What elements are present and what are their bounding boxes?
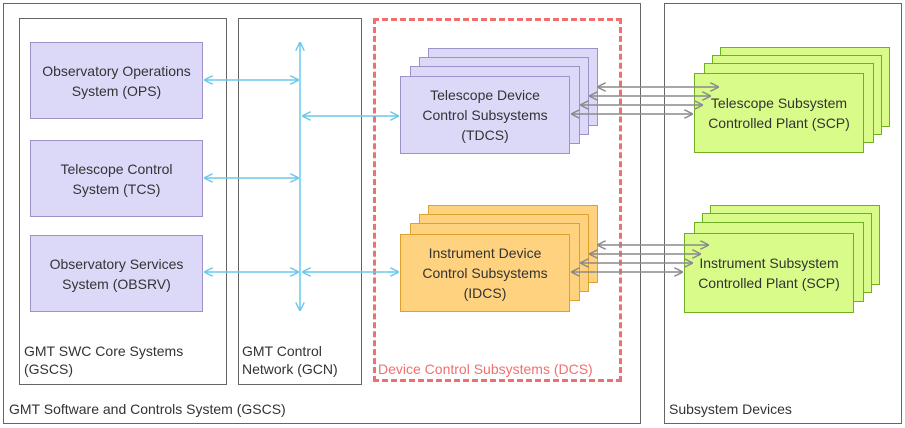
gscs-frame	[3, 3, 641, 424]
idcs-box: Instrument Device Control Subsystems (ID…	[400, 234, 570, 312]
core-systems-label: GMT SWC Core Systems (GSCS)	[24, 342, 183, 378]
dcs-frame	[373, 18, 622, 382]
obsrv-box: Observatory Services System (OBSRV)	[30, 235, 203, 312]
gscs-label: GMT Software and Controls System (GSCS)	[9, 401, 286, 417]
core-systems-frame	[19, 18, 227, 385]
core-systems-label-line1: GMT SWC Core Systems	[24, 343, 184, 359]
tcs-line2: System (TCS)	[72, 180, 161, 197]
tdcs-line2: Control Subsystems	[422, 107, 548, 123]
ops-line2: System (OPS)	[71, 82, 162, 99]
iscp-line2: Controlled Plant (SCP)	[698, 275, 840, 291]
obsrv-line1: Observatory Services	[49, 255, 184, 272]
tscp-line2: Controlled Plant (SCP)	[708, 115, 850, 131]
ops-line1: Observatory Operations	[42, 62, 191, 79]
tcs-line1: Telescope Control	[60, 160, 173, 177]
tscp-line1: Telescope Subsystem	[710, 95, 848, 111]
ops-box: Observatory Operations System (OPS)	[30, 42, 203, 119]
gcn-label-line1: GMT Control	[242, 343, 322, 359]
gcn-label-line2: Network (GCN)	[242, 361, 338, 377]
idcs-line3: (IDCS)	[463, 285, 507, 301]
core-systems-label-line2: (GSCS)	[24, 361, 73, 377]
gcn-label: GMT Control Network (GCN)	[242, 342, 338, 378]
tdcs-line3: (TDCS)	[461, 127, 509, 143]
tscp-box: Telescope Subsystem Controlled Plant (SC…	[694, 73, 864, 153]
iscp-line1: Instrument Subsystem	[699, 255, 839, 271]
idcs-line1: Instrument Device	[428, 245, 542, 261]
iscp-box: Instrument Subsystem Controlled Plant (S…	[684, 233, 854, 313]
tdcs-line1: Telescope Device	[430, 87, 540, 103]
tdcs-box: Telescope Device Control Subsystems (TDC…	[400, 76, 570, 154]
idcs-line2: Control Subsystems	[422, 265, 548, 281]
dcs-label: Device Control Subsystems (DCS)	[378, 361, 593, 377]
subsystem-devices-label: Subsystem Devices	[669, 401, 792, 417]
tcs-box: Telescope Control System (TCS)	[30, 140, 203, 217]
gcn-frame	[238, 18, 362, 385]
obsrv-line2: System (OBSRV)	[62, 275, 171, 292]
subsystem-devices-frame	[664, 3, 902, 424]
